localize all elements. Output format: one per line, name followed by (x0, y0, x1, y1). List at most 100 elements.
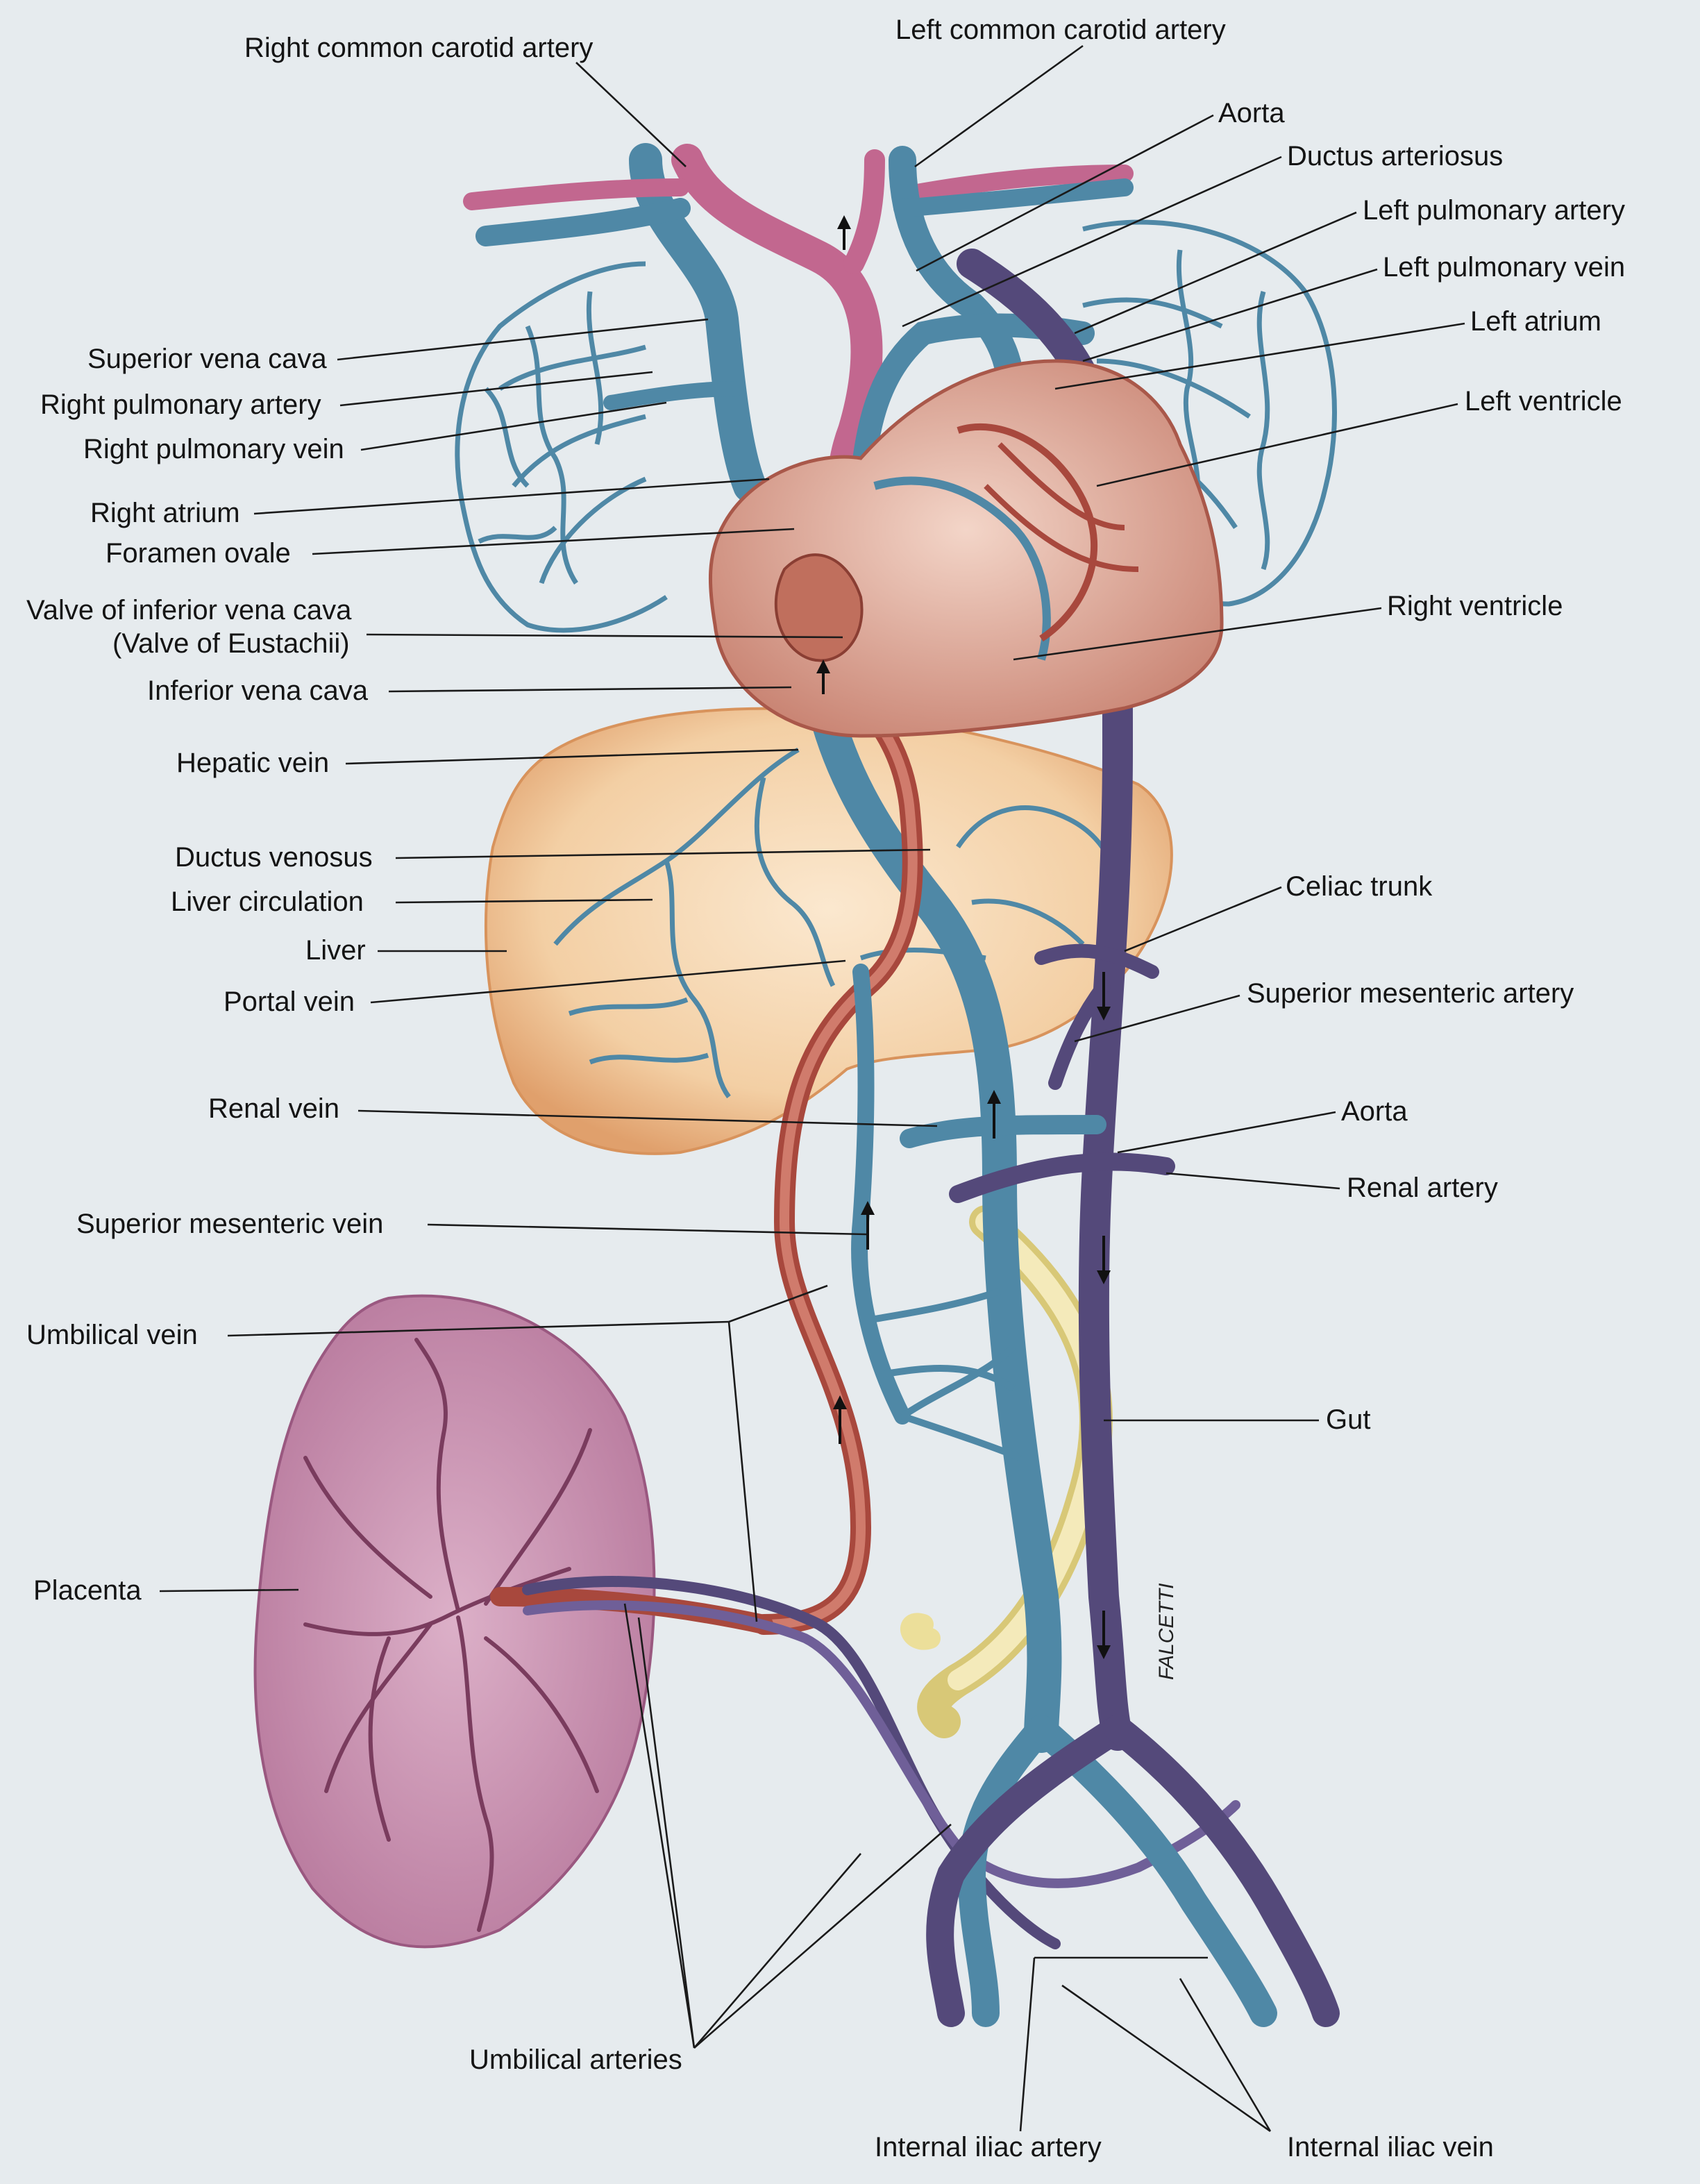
left-common-iliac-artery-vessel (926, 1715, 1131, 2027)
leader-aorta-abdominal (1117, 1111, 1336, 1154)
placenta-organ (253, 1294, 656, 1949)
liver-organ (485, 707, 1173, 1155)
leader-left-ventricle (1096, 403, 1458, 487)
artist-signature: FALCETTI (1155, 1584, 1178, 1680)
label-umbilical-vein: Umbilical vein (26, 1320, 198, 1350)
leader-placenta (159, 1588, 299, 1593)
leader-superior-mesenteric-artery (1074, 994, 1240, 1043)
leader-renal-artery (1165, 1172, 1340, 1190)
leader-superior-mesenteric-vein (427, 1223, 867, 1236)
leader-inferior-vena-cava (388, 686, 792, 693)
label-inferior-vena-cava: Inferior vena cava (147, 675, 369, 706)
label-internal-iliac-vein: Internal iliac vein (1287, 2132, 1494, 2162)
leader-internal-iliac-artery (1019, 1956, 1208, 2132)
leader-internal-iliac-vein (1061, 1978, 1272, 2133)
label-internal-iliac-artery: Internal iliac artery (875, 2132, 1102, 2162)
label-valve-ivc-line2: (Valve of Eustachii) (112, 628, 350, 659)
leader-right-pulmonary-artery (339, 371, 653, 407)
label-superior-vena-cava: Superior vena cava (87, 344, 327, 374)
label-celiac-trunk: Celiac trunk (1286, 871, 1433, 902)
right-common-iliac-vein-vessel (1027, 1715, 1277, 2027)
superior-mesenteric-artery-vessel (1048, 979, 1111, 1090)
label-right-ventricle: Right ventricle (1387, 591, 1563, 621)
umbilical-artery-right-vessel (523, 1600, 1240, 1888)
celiac-trunk-vessel (1034, 943, 1159, 979)
leader-lines (159, 44, 1465, 2133)
label-renal-artery: Renal artery (1347, 1173, 1498, 1203)
label-left-atrium: Left atrium (1470, 306, 1601, 337)
right-pulmonary-artery-vessel (603, 381, 743, 410)
leader-right-atrium (253, 478, 770, 515)
leader-umbilical-arteries-2 (637, 1617, 696, 2049)
gut-lower-limb (900, 1613, 941, 1650)
leader-superior-vena-cava (337, 318, 709, 361)
leader-left-atrium (1054, 322, 1465, 390)
right-subclavian-artery-vessel (463, 178, 689, 210)
renal-artery-vessel (949, 1152, 1175, 1203)
leader-umbilical-arteries-4 (693, 1853, 861, 2049)
leader-left-pulmonary-artery (1074, 211, 1357, 335)
label-left-common-carotid-artery: Left common carotid artery (895, 15, 1226, 45)
label-placenta: Placenta (33, 1575, 142, 1606)
label-portal-vein: Portal vein (224, 986, 355, 1017)
left-subclavian-artery-vessel (900, 165, 1134, 203)
renal-vein-vessel (900, 1115, 1106, 1148)
right-brachiocephalic-vessel (476, 198, 691, 246)
label-right-atrium: Right atrium (90, 498, 240, 528)
leader-valve-ivc (366, 633, 843, 639)
leader-left-pulmonary-vein (1082, 268, 1378, 362)
flow-arrows (816, 215, 1111, 1659)
right-lung (455, 261, 668, 633)
left-carotid-arch-branch (843, 149, 885, 274)
leader-right-ventricle (1013, 607, 1382, 661)
superior-mesenteric-vein-vessel (851, 964, 911, 1425)
label-foramen-ovale: Foramen ovale (106, 538, 291, 569)
leader-foramen-ovale (312, 528, 795, 555)
leader-umbilical-arteries-1 (623, 1603, 696, 2049)
label-right-pulmonary-artery: Right pulmonary artery (40, 389, 321, 420)
leader-umbilical-arteries-3 (693, 1824, 952, 2049)
heart-organ (708, 359, 1224, 738)
leader-aorta-top (916, 114, 1214, 272)
label-superior-mesenteric-vein: Superior mesenteric vein (76, 1209, 383, 1239)
leader-celiac-trunk (1124, 886, 1282, 952)
leader-left-common-carotid-artery (914, 44, 1084, 168)
label-ductus-venosus: Ductus venosus (175, 842, 373, 873)
label-ductus-arteriosus: Ductus arteriosus (1287, 141, 1503, 171)
label-valve-ivc-line1: Valve of inferior vena cava (26, 595, 352, 625)
label-aorta-abdominal: Aorta (1341, 1096, 1408, 1127)
label-aorta-top: Aorta (1218, 98, 1285, 128)
label-gut: Gut (1326, 1404, 1370, 1435)
label-left-ventricle: Left ventricle (1465, 386, 1622, 417)
left-brachiocephalic-vein-vessel (893, 178, 1134, 217)
foramen-ovale-flap (774, 553, 864, 662)
umbilical-artery-left-vessel (522, 1576, 1061, 1949)
label-renal-vein: Renal vein (208, 1093, 339, 1124)
mesenteric-vein-branches (874, 1288, 1022, 1461)
leader-hepatic-vein (345, 748, 799, 765)
leader-umbilical-vein-fork-b (727, 1321, 758, 1622)
label-liver-circulation: Liver circulation (171, 887, 364, 917)
leader-umbilical-vein-fork-a (728, 1284, 828, 1323)
label-umbilical-arteries: Umbilical arteries (469, 2044, 682, 2075)
label-left-pulmonary-vein: Left pulmonary vein (1383, 252, 1625, 283)
label-liver: Liver (305, 935, 366, 966)
label-right-common-carotid-artery: Right common carotid artery (244, 33, 593, 63)
label-superior-mesenteric-artery: Superior mesenteric artery (1247, 978, 1574, 1009)
umbilical-vein-highlight (759, 682, 918, 1629)
leader-right-common-carotid-artery (575, 62, 687, 167)
leader-liver-circulation (395, 898, 653, 904)
leader-renal-vein (357, 1109, 938, 1127)
label-right-pulmonary-vein: Right pulmonary vein (83, 434, 344, 464)
right-common-iliac-artery-vessel (1104, 1715, 1340, 2027)
leader-ductus-arteriosus (902, 156, 1282, 328)
leader-right-pulmonary-vein (360, 401, 667, 451)
label-hepatic-vein: Hepatic vein (176, 748, 329, 778)
left-common-iliac-vein-vessel (957, 1715, 1055, 2027)
leader-umbilical-vein (227, 1320, 730, 1337)
leader-ductus-venosus (395, 848, 931, 859)
label-left-pulmonary-artery: Left pulmonary artery (1363, 195, 1625, 226)
leader-portal-vein (370, 959, 846, 1004)
